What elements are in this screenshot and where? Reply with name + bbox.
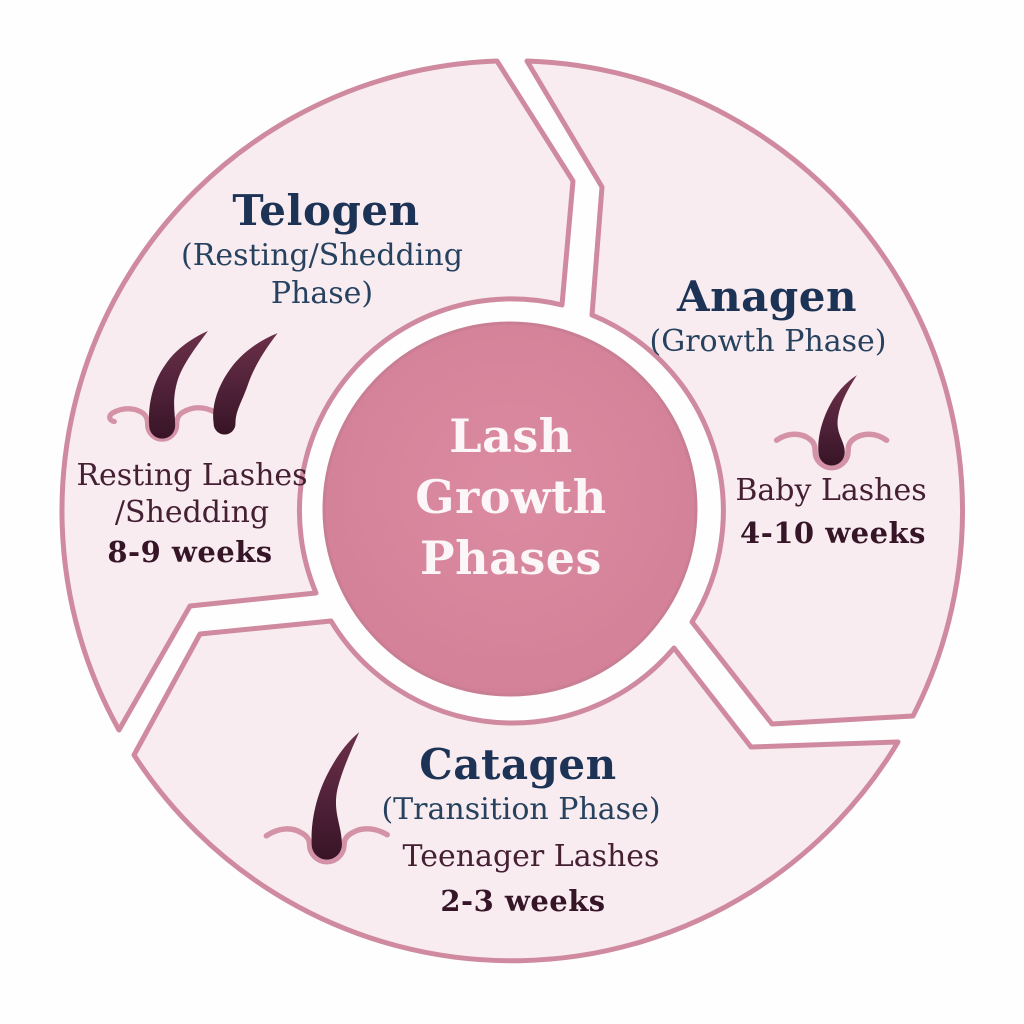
skin-line [109, 405, 218, 442]
resting-lash-shape [148, 331, 208, 439]
baby-lash-shape [818, 375, 857, 466]
phase-subtitle-telogen: (Resting/Shedding Phase) [181, 238, 463, 311]
telogen-resting-shedding-lashes-icon [107, 331, 278, 442]
phase-caption-telogen: Resting Lashes /Shedding [76, 458, 308, 530]
telogen-segment [59, 58, 576, 733]
skin-line [773, 431, 890, 471]
phase-subtitle-catagen: (Transition Phase) [381, 792, 661, 827]
phase-duration-telogen: 8-9 weeks [107, 535, 273, 569]
center-circle [322, 321, 698, 697]
catagen-segment [131, 618, 901, 964]
phase-title-anagen: Anagen [677, 272, 857, 321]
skin-line [263, 826, 390, 865]
phase-duration-anagen: 4-10 weeks [740, 516, 926, 550]
phase-title-telogen: Telogen [232, 186, 420, 235]
phase-subtitle-anagen: (Growth Phase) [649, 324, 887, 359]
phase-caption-anagen: Baby Lashes [735, 473, 927, 508]
anagen-segment [524, 58, 966, 727]
anagen-baby-lash-follicle-icon [773, 375, 890, 471]
catagen-teenager-lash-follicle-icon [263, 732, 390, 865]
shed-lash-shape [213, 333, 278, 435]
phase-caption-catagen: Teenager Lashes [402, 839, 660, 874]
skin-line-curl [107, 410, 117, 425]
teenager-lash-shape [311, 732, 360, 860]
phase-title-catagen: Catagen [419, 740, 617, 789]
phase-duration-catagen: 2-3 weeks [440, 884, 606, 918]
diagram-center-title: Lash Growth Phases [415, 409, 607, 586]
